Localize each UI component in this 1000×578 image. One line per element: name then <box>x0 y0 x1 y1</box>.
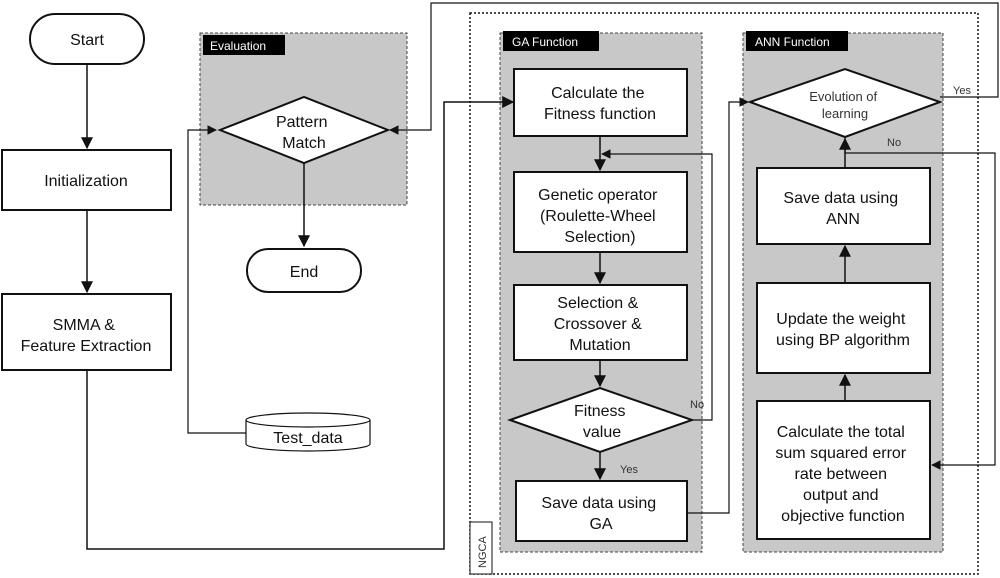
svg-text:ANN Function: ANN Function <box>755 35 830 49</box>
genetic-operator-label: Genetic operator (Roulette-Wheel Selecti… <box>538 187 662 246</box>
selection-crossover-box <box>513 284 688 361</box>
pattern-match-label: Pattern Match <box>276 114 332 152</box>
update-weight-label: Update the weight using BP algorithm <box>776 311 910 349</box>
genetic-operator-box <box>513 171 688 253</box>
end-terminal <box>246 248 362 293</box>
svg-text:NGCA: NGCA <box>477 536 489 568</box>
evolution-decision <box>747 67 943 139</box>
evaluation-tag: Evaluation <box>203 35 285 55</box>
calc-error-label: Calculate the total sum squared error ra… <box>775 424 910 525</box>
initialization-label: Initialization <box>44 173 128 190</box>
ga-no-label: No <box>690 399 704 411</box>
ann-yes-label: Yes <box>953 85 971 97</box>
selection-crossover-label: Selection & Crossover & Mutation <box>554 295 646 354</box>
ann-tag: ANN Function <box>746 31 848 51</box>
smma-box <box>1 293 172 371</box>
pattern-match-decision <box>217 95 391 165</box>
ngca-border <box>469 12 979 575</box>
test-data-label: Test_data <box>273 430 342 447</box>
end-label: End <box>290 264 318 281</box>
fitness-function-box <box>513 68 688 137</box>
calc-error-box <box>756 400 931 540</box>
ga-yes-label: Yes <box>620 464 638 476</box>
ngca-label: NGCA <box>469 521 493 575</box>
save-ga-box <box>515 480 688 542</box>
fitness-function-label: Calculate the Fitness function <box>544 85 656 123</box>
svg-text:Evaluation: Evaluation <box>210 39 266 53</box>
smma-label: SMMA & Feature Extraction <box>21 317 152 355</box>
save-ga-label: Save data using GA <box>541 495 660 533</box>
evolution-label: Evolution of learning <box>809 89 881 121</box>
save-ann-box <box>756 167 931 245</box>
ga-tag: GA Function <box>503 31 599 51</box>
save-ann-label: Save data using ANN <box>783 190 902 228</box>
update-weight-box <box>756 282 931 374</box>
ann-no-label: No <box>887 137 901 149</box>
start-label: Start <box>70 32 104 49</box>
test-data-store <box>245 412 371 452</box>
fitness-value-label: Fitness value <box>574 403 630 441</box>
svg-text:GA Function: GA Function <box>512 35 578 49</box>
